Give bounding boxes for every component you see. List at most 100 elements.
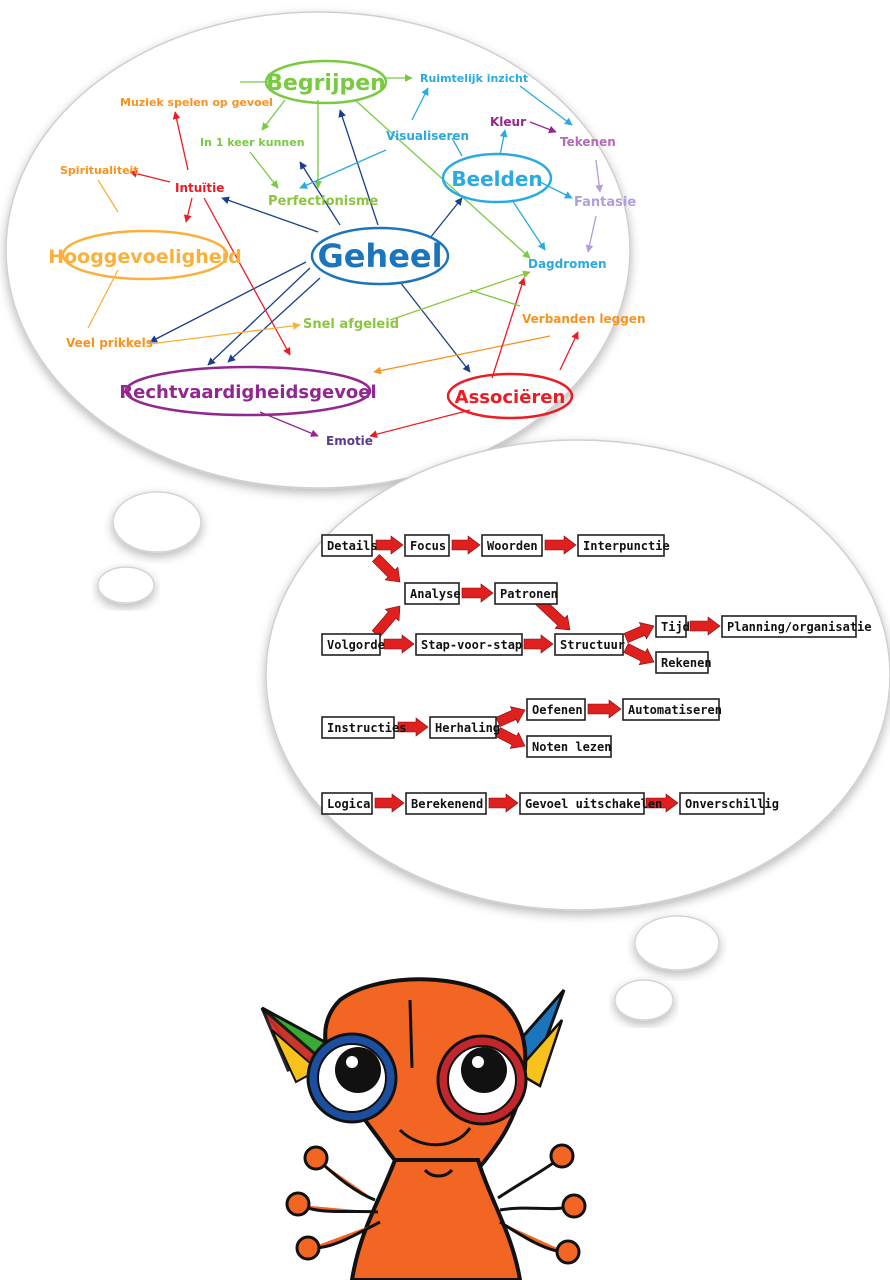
svg-text:Tijd: Tijd [661, 620, 690, 634]
box-volgorde: Volgorde [321, 633, 385, 656]
left-hand [285, 1145, 381, 1261]
node-spiritualiteit: Spiritualiteit [60, 164, 139, 177]
box-noten: Noten lezen [526, 735, 612, 758]
flow-arrow-10 [623, 643, 655, 666]
flow-arrow-14 [495, 727, 526, 749]
node-tekenen: Tekenen [560, 135, 616, 149]
flow-arrow-4 [461, 583, 494, 603]
box-focus: Focus [404, 534, 450, 557]
node-dagdromen: Dagdromen [528, 257, 607, 271]
box-planning: Planning/organisatie [721, 615, 872, 638]
left-pupil [335, 1047, 381, 1093]
svg-text:Analyse: Analyse [410, 587, 461, 601]
node-hooggevoeligheid: Hooggevoeligheid [48, 246, 242, 268]
box-instructies: Instructies [321, 716, 406, 739]
svg-text:Woorden: Woorden [487, 539, 538, 553]
mindmap-bubble [5, 11, 631, 489]
thought-dot-small-2 [614, 979, 674, 1021]
node-muziek: Muziek spelen op gevoel [120, 96, 273, 109]
flow-arrow-11 [689, 616, 721, 636]
associeren-ring [446, 372, 574, 420]
node-emotie: Emotie [326, 434, 373, 448]
thought-dot-small [97, 566, 155, 604]
box-herhaling: Herhaling [429, 716, 500, 739]
box-oefenen: Oefenen [526, 698, 586, 721]
flow-arrow-3 [372, 554, 401, 583]
thought-dot-large-2 [634, 915, 720, 971]
hooggevoeligheid-ring [61, 229, 229, 281]
flow-bubble-shape [265, 439, 890, 911]
right-pupil [461, 1047, 507, 1093]
flow-arrow-13 [495, 706, 526, 727]
node-associeren: Associëren [455, 387, 566, 408]
svg-text:Details: Details [327, 539, 378, 553]
node-intuitie: Intuïtie [175, 181, 224, 195]
node-begrijpen: Begrijpen [266, 71, 386, 96]
box-structuur: Structuur [554, 633, 625, 656]
node-kleur: Kleur [490, 115, 526, 129]
svg-text:Herhaling: Herhaling [435, 721, 500, 735]
box-interpunctie: Interpunctie [577, 534, 670, 557]
begrijpen-ring [264, 59, 388, 105]
node-in1keer: In 1 keer kunnen [200, 136, 305, 149]
flow-arrow-2 [544, 535, 577, 555]
gecko-mascot [260, 977, 587, 1280]
svg-text:Stap-voor-stap: Stap-voor-stap [421, 638, 522, 652]
node-recht: Rechtvaardigheidsgevoel [119, 382, 376, 403]
flow-arrow-7 [383, 634, 415, 654]
flow-arrow-8 [523, 634, 554, 654]
flow-arrow-1 [451, 535, 481, 555]
box-stap: Stap-voor-stap [415, 633, 523, 656]
svg-text:Instructies: Instructies [327, 721, 406, 735]
box-gevoel: Gevoel uitschakelen [519, 792, 662, 815]
svg-text:Patronen: Patronen [500, 587, 558, 601]
node-verbanden: Verbanden leggen [522, 312, 645, 326]
box-analyse: Analyse [404, 582, 461, 605]
node-beelden: Beelden [451, 167, 542, 191]
mindmap-labels: Begrijpen Ruimtelijk inzicht Muziek spel… [48, 71, 645, 448]
svg-text:Logica: Logica [327, 797, 370, 811]
svg-text:Berekenend: Berekenend [411, 797, 483, 811]
flow-arrow-16 [374, 793, 405, 813]
flow-arrow-17 [488, 793, 519, 813]
flow-arrow-5 [371, 605, 401, 638]
node-fantasie: Fantasie [574, 195, 636, 210]
box-tijd: Tijd [655, 615, 690, 638]
right-hand [497, 1143, 587, 1265]
node-veel: Veel prikkels [66, 336, 153, 350]
box-logica: Logica [321, 792, 373, 815]
box-onverschillig: Onverschillig [679, 792, 779, 815]
node-snel: Snel afgeleid [303, 317, 399, 332]
svg-text:Automatiseren: Automatiseren [628, 703, 722, 717]
thought-dot-large [112, 491, 202, 553]
node-ruimtelijk: Ruimtelijk inzicht [420, 72, 528, 85]
svg-text:Onverschillig: Onverschillig [685, 797, 779, 811]
beelden-ring [441, 152, 553, 204]
svg-text:Focus: Focus [410, 539, 446, 553]
mindmap-bubble-shape [5, 11, 631, 489]
flow-arrow-18 [645, 793, 679, 813]
mindmap-connectors [87, 74, 603, 439]
svg-text:Noten lezen: Noten lezen [532, 740, 611, 754]
node-visualiseren: Visualiseren [386, 129, 469, 143]
flow-arrow-0 [375, 535, 404, 555]
box-details: Details [321, 534, 378, 557]
flow-arrow-15 [587, 699, 622, 719]
geheel-ring [310, 226, 450, 286]
node-perfectionisme: Perfectionisme [268, 194, 379, 209]
svg-text:Structuur: Structuur [560, 638, 625, 652]
recht-ring [124, 365, 372, 417]
svg-text:Interpunctie: Interpunctie [583, 539, 670, 553]
svg-text:Volgorde: Volgorde [327, 638, 385, 652]
svg-text:Rekenen: Rekenen [661, 656, 712, 670]
gecko-body [349, 1158, 523, 1280]
svg-text:Oefenen: Oefenen [532, 703, 583, 717]
node-geheel: Geheel [317, 237, 442, 275]
svg-text:Planning/organisatie: Planning/organisatie [727, 620, 872, 634]
flow-arrow-9 [623, 622, 655, 643]
svg-text:Gevoel uitschakelen: Gevoel uitschakelen [525, 797, 662, 811]
flow-arrow-12 [397, 717, 429, 737]
box-woorden: Woorden [481, 534, 543, 557]
box-patronen: Patronen [494, 582, 558, 605]
